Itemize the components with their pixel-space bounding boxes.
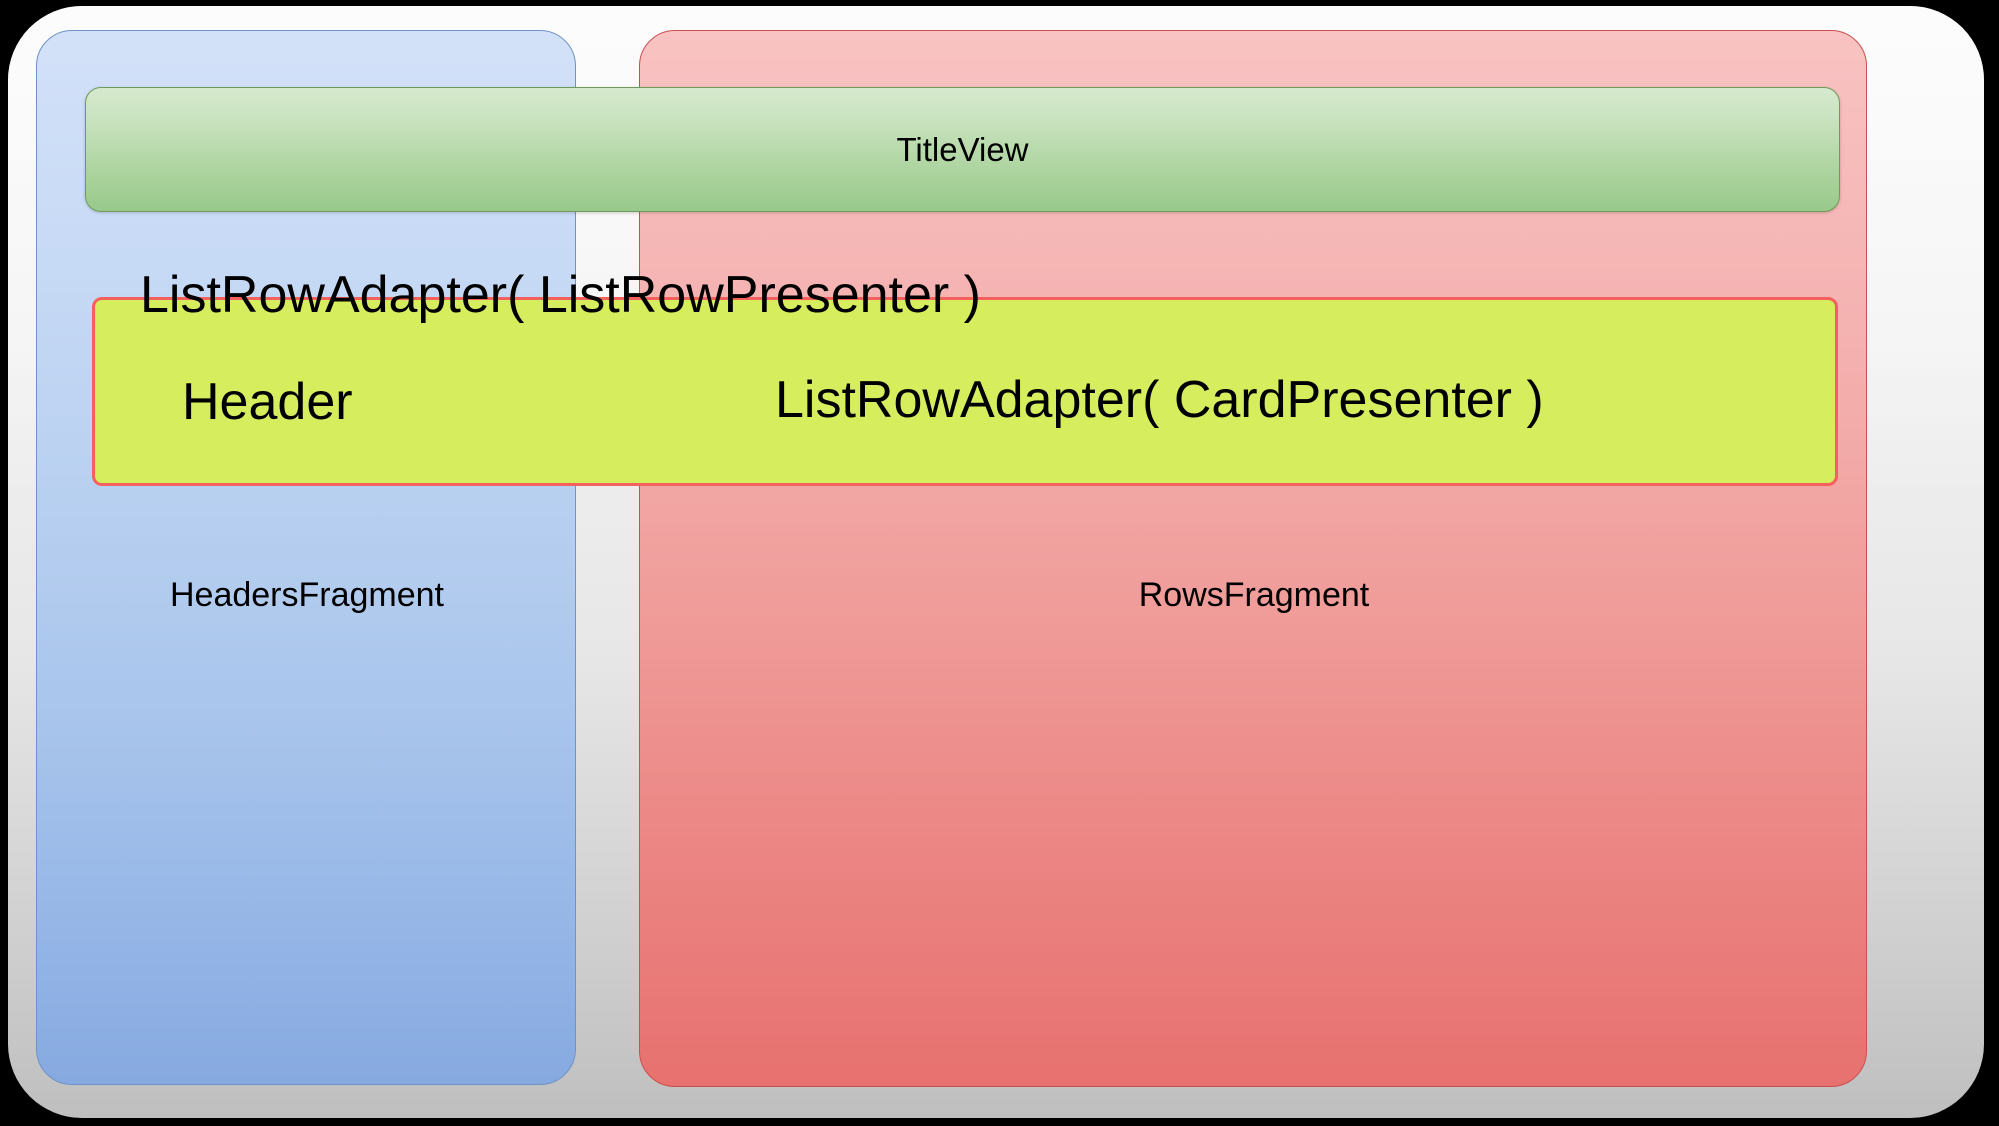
- title-view-label: TitleView: [896, 130, 1029, 168]
- headers-fragment-label: HeadersFragment: [169, 576, 444, 614]
- list-row-adapter-cardpresenter-label: ListRowAdapter( CardPresenter ): [775, 371, 1544, 429]
- title-view-bar[interactable]: TitleView: [85, 87, 1840, 212]
- rows-fragment-label: RowsFragment: [1138, 576, 1370, 614]
- list-row-card[interactable]: [92, 297, 1838, 486]
- list-row-adapter-listrowpresenter-label: ListRowAdapter( ListRowPresenter ): [140, 266, 981, 324]
- row-header-label: Header: [182, 373, 353, 431]
